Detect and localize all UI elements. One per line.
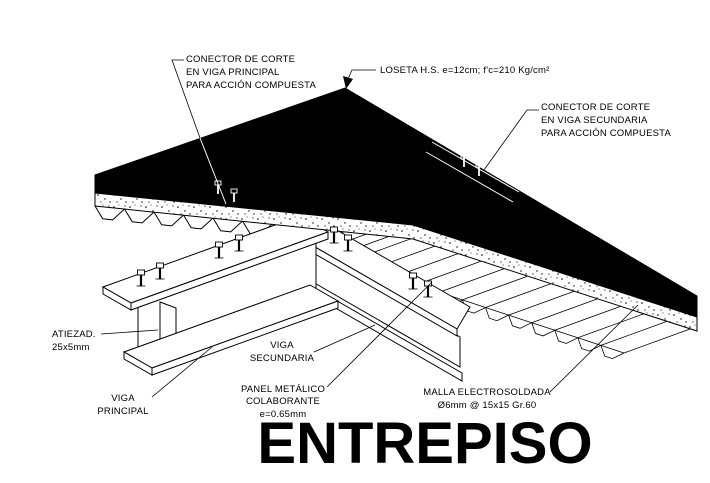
shear-studs xyxy=(136,226,433,298)
hidden-stud-head xyxy=(460,153,468,159)
label-atiezador-1: ATIEZAD. xyxy=(52,329,96,340)
stud-head xyxy=(235,234,243,241)
stud-head xyxy=(156,262,164,269)
deck-rib-line xyxy=(462,275,529,301)
concrete-edge-band xyxy=(94,192,698,332)
principal-beam xyxy=(101,215,340,376)
label-loseta: LOSETA H.S. e=12cm; f'c=210 Kg/cm² xyxy=(380,65,549,76)
label-malla-1: MALLA ELECTROSOLDADA xyxy=(423,387,551,398)
label-connector-sec-1: CONECTOR DE CORTE xyxy=(541,102,650,113)
stud-head xyxy=(215,241,223,248)
label-viga-principal-2: PRINCIPAL xyxy=(97,406,148,417)
leader-atiezador xyxy=(100,329,159,335)
leader-panel xyxy=(326,281,433,388)
hidden-stud-head xyxy=(475,162,483,168)
deck-rib-line xyxy=(623,328,691,354)
deck-rib-line xyxy=(531,298,598,324)
label-panel-2: COLABORANTE xyxy=(246,396,320,407)
label-viga-principal-1: VIGA xyxy=(111,393,135,404)
leader-malla xyxy=(549,304,639,393)
loseta-arrowhead-icon xyxy=(343,76,353,89)
label-connector-main-2: EN VIGA PRINCIPAL xyxy=(186,67,280,78)
principal-beam-top-flange-end xyxy=(102,286,132,311)
label-connector-main-1: CONECTOR DE CORTE xyxy=(186,54,295,65)
label-connector-main-3: PARA ACCIÓN COMPUESTA xyxy=(186,80,316,91)
principal-beam-bottom-flange-end xyxy=(123,351,153,376)
stud-head xyxy=(409,272,417,279)
deck-rib-line xyxy=(485,283,552,308)
leader-lines xyxy=(100,59,639,398)
leader-viga-secundaria xyxy=(313,324,376,353)
leader-viga-principal xyxy=(151,346,213,398)
leader-loseta xyxy=(347,69,376,80)
deck-rib-line xyxy=(554,305,621,331)
label-connector-sec-2: EN VIGA SECUNDARIA xyxy=(541,115,648,126)
label-panel-1: PANEL METÁLICO xyxy=(241,384,325,395)
label-viga-secundaria-2: SECUNDARIA xyxy=(250,353,315,364)
leader-connector-main-hidden-segment xyxy=(199,137,227,205)
leader-connector-secondary xyxy=(483,109,539,171)
hidden-beam-edge xyxy=(431,141,520,193)
deck-rib-line xyxy=(508,290,575,316)
stud-head xyxy=(330,226,338,233)
hidden-beam-edge xyxy=(425,151,514,203)
deck-rib-line xyxy=(600,321,668,346)
label-atiezador-2: 25x5mm xyxy=(52,342,90,353)
deck-rib-line xyxy=(577,313,644,339)
annotations: CONECTOR DE CORTE EN VIGA PRINCIPAL PARA… xyxy=(52,54,671,420)
deck-rib-line xyxy=(439,267,506,293)
hidden-lines-overlay xyxy=(199,137,520,205)
label-viga-secundaria-1: VIGA xyxy=(270,340,294,351)
hidden-stud-head xyxy=(214,180,222,186)
leader-connector-main xyxy=(171,59,201,139)
drawing-title: ENTREPISO xyxy=(257,411,592,476)
label-connector-sec-3: PARA ACCIÓN COMPUESTA xyxy=(541,128,671,139)
label-panel-3: e=0.65mm xyxy=(260,409,307,420)
stud-head xyxy=(344,234,352,241)
hidden-stud-head xyxy=(230,188,238,194)
stud-head xyxy=(137,269,145,276)
label-malla-2: Ø6mm @ 15x15 Gr.60 xyxy=(438,400,537,411)
concrete-slab xyxy=(94,87,698,332)
